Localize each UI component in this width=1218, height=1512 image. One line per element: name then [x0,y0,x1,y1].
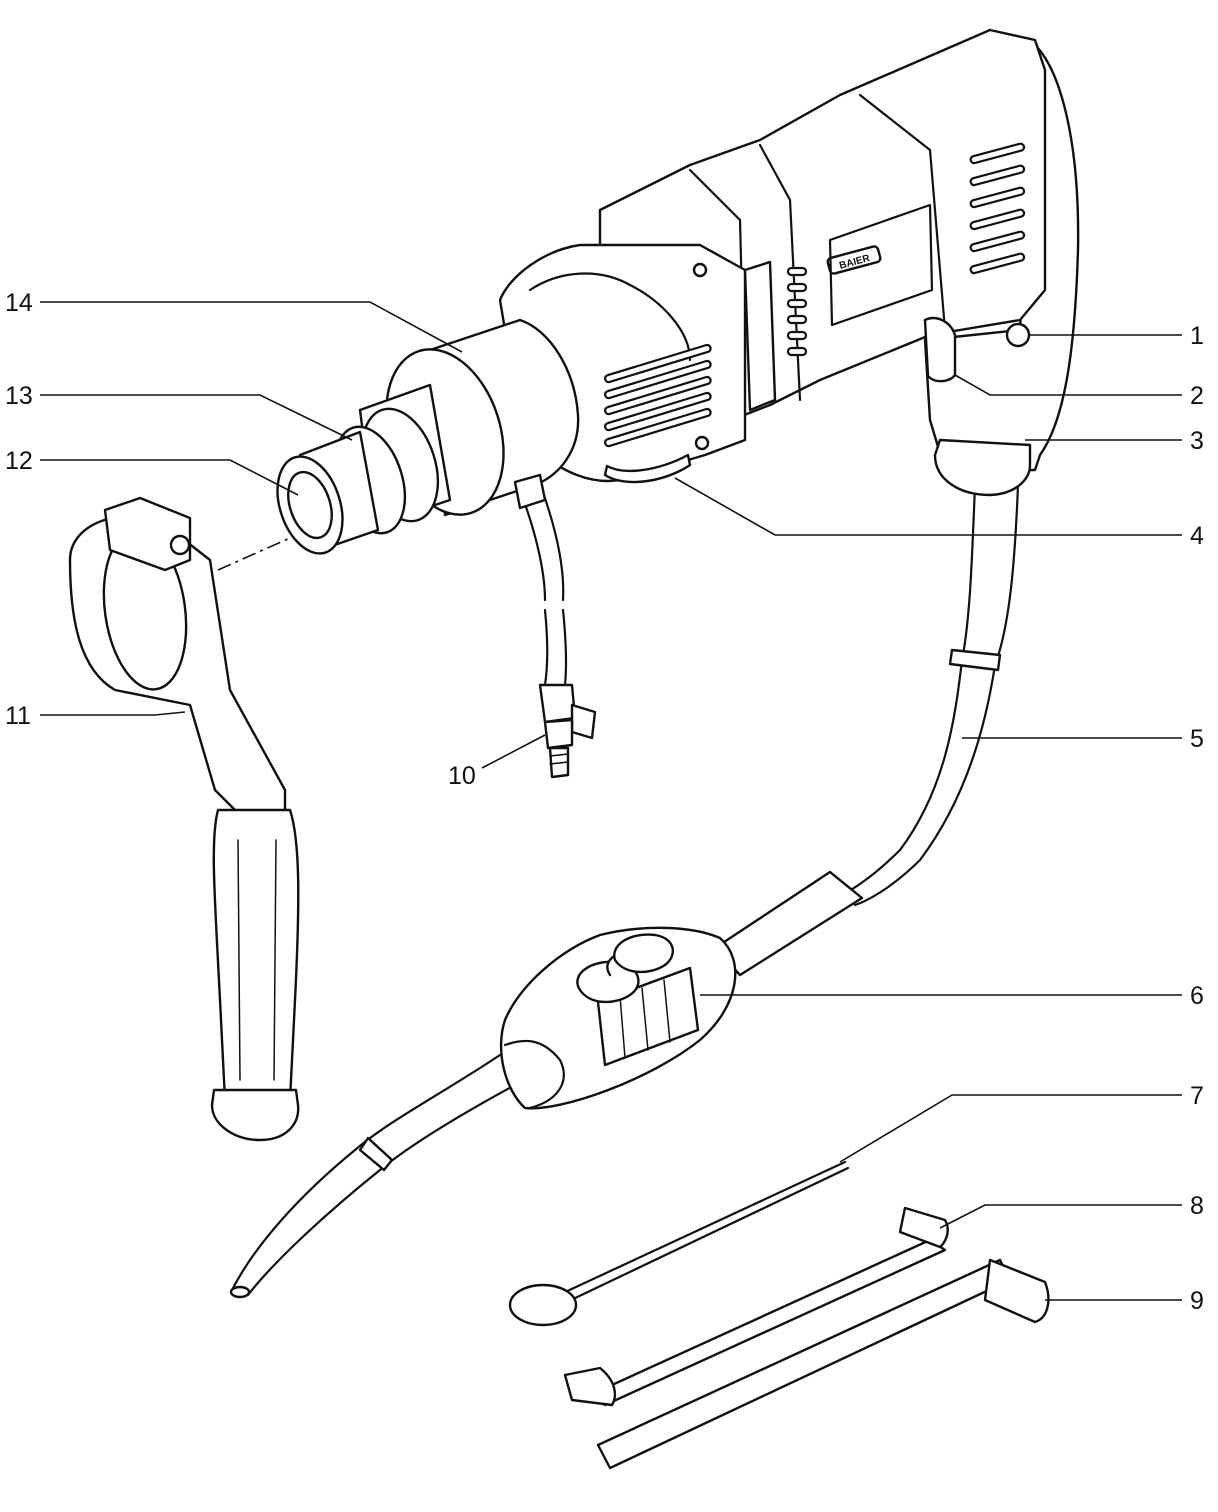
callout-11: 11 [5,702,31,730]
air-fitting [513,473,597,779]
callout-6: 6 [1190,982,1204,1010]
callout-14: 14 [5,289,33,317]
power-cable [828,483,1020,907]
open-end-wrench-large [596,1258,1050,1470]
leader-lines [40,301,1182,1301]
callout-1: 1 [1190,322,1204,350]
spindle-assembly [276,318,580,555]
mains-cable [229,1053,517,1299]
lock-button [1005,322,1031,348]
vent-slots [604,142,1026,448]
callout-2: 2 [1190,382,1204,410]
safety-switch [499,870,864,1110]
open-end-wrench-small [563,1206,949,1407]
trigger-switch [923,316,957,383]
cleaning-rod [508,1160,850,1327]
callout-3: 3 [1190,427,1204,455]
callout-numbers: 1 2 3 4 5 6 7 8 9 10 11 12 13 14 [5,289,1204,1315]
callout-5: 5 [1190,725,1204,753]
callout-8: 8 [1190,1192,1204,1220]
callout-10: 10 [448,762,476,790]
callout-13: 13 [5,382,33,410]
drill-motor-housing: BAIER [498,28,1080,497]
callout-12: 12 [5,447,33,475]
auxiliary-handle [68,496,300,1142]
callout-9: 9 [1190,1287,1204,1315]
callout-4: 4 [1190,522,1204,550]
callout-7: 7 [1190,1082,1204,1110]
